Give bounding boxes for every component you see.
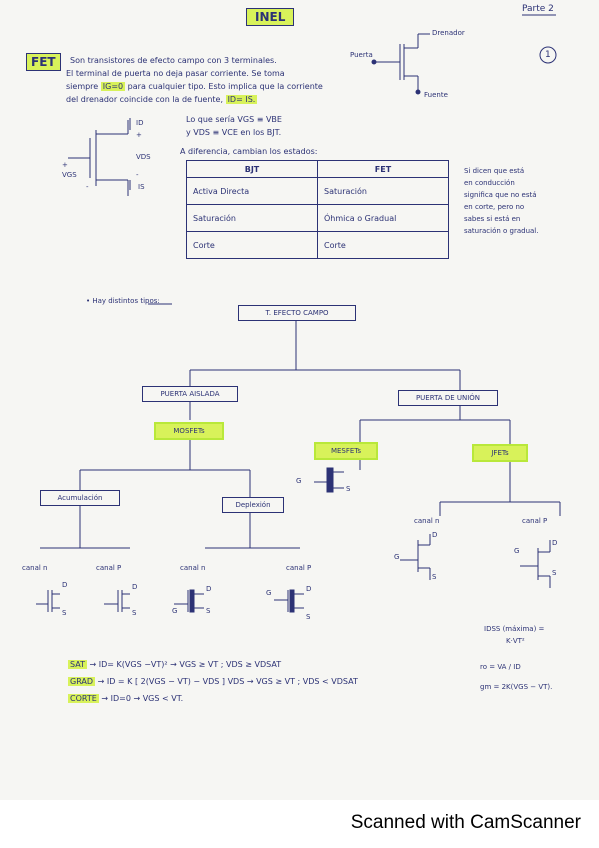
acum-canal-p: canal P	[96, 564, 122, 572]
sat-tag: SAT	[68, 660, 87, 669]
jfet-p-d: D	[552, 539, 558, 547]
label-drenador: Drenador	[432, 29, 465, 37]
depl-canal-n: canal n	[180, 564, 206, 572]
note-line: significa que no está	[464, 191, 537, 199]
idss-value: K·VT²	[506, 637, 525, 645]
node-mosfets: MOSFETs	[154, 422, 224, 440]
page-title: INEL	[246, 8, 295, 26]
gm-formula: gm = 2K(VGS − VT).	[480, 683, 553, 691]
depl-p-g: G	[266, 589, 272, 597]
node-puerta-aislada: PUERTA AISLADA	[142, 386, 238, 402]
intro-line-2: El terminal de puerta no deja pasar corr…	[66, 69, 285, 78]
intro-line-1: Son transistores de efecto campo con 3 t…	[70, 56, 277, 65]
jfet-p-s: S	[552, 569, 557, 577]
intro-line-4: del drenador coincide con la de fuente, …	[66, 94, 258, 105]
node-mesfets: MESFETs	[314, 442, 378, 460]
table-cell: Activa Directa	[186, 177, 318, 205]
label-fuente: Fuente	[424, 91, 448, 99]
intro-line-3: siempre IG=0 para cualquier tipo. Esto i…	[66, 81, 323, 92]
intro-line-3-post: para cualquier tipo. Esto implica que la…	[127, 82, 323, 91]
page-number: 1	[545, 50, 551, 60]
compare-intro: A diferencia, cambian los estados:	[180, 147, 318, 156]
node-puerta-union: PUERTA DE UNIÓN	[398, 390, 498, 406]
jfet-n-s: S	[432, 573, 437, 581]
depl-n-d: D	[206, 585, 212, 593]
types-label-word: tipos:	[140, 297, 160, 305]
grad-tag: GRAD	[68, 677, 96, 686]
jfet-canal-p: canal P	[522, 517, 548, 525]
sat-equation: → ID= K(VGS −VT)² → VGS ≥ VT ; VDS ≥ VDS…	[89, 660, 282, 669]
depl-p-s: S	[306, 613, 311, 621]
jfet-canal-n: canal n	[414, 517, 440, 525]
fet-tag: FET	[26, 53, 61, 71]
grad-equation: → ID = K [ 2(VGS − VT) − VDS ] VDS → VGS…	[97, 677, 358, 686]
note-line: sabes si está en	[464, 215, 521, 223]
table-row: Saturación Óhmica o Gradual	[186, 204, 449, 232]
table-cell: Corte	[317, 231, 449, 259]
ig-highlight: IG=0	[100, 82, 126, 91]
eq-corte: CORTE → ID=0 → VGS < VT.	[68, 693, 183, 704]
table-cell: Óhmica o Gradual	[317, 204, 449, 232]
bjt-fet-table: BJT FET Activa Directa Saturación Satura…	[186, 160, 449, 259]
circuit-id: ID	[136, 119, 144, 127]
equivalence-line-2: y VDS ≡ VCE en los BJT.	[186, 128, 282, 137]
types-label-pre: • Hay distintos	[86, 297, 139, 305]
acum-n-d: D	[62, 581, 68, 589]
mesfet-g: G	[296, 477, 302, 485]
ro-formula: ro = VA / ID	[480, 663, 521, 671]
depl-p-d: D	[306, 585, 312, 593]
mesfet-s: S	[346, 485, 351, 493]
eq-grad: GRAD → ID = K [ 2(VGS − VT) − VDS ] VDS …	[68, 676, 358, 687]
corte-tag: CORTE	[68, 694, 99, 703]
circuit-vds: VDS	[136, 153, 151, 161]
acum-p-d: D	[132, 583, 138, 591]
table-header-bjt: BJT	[186, 160, 318, 178]
scanned-page: INEL Parte 2 1 FET Son transistores de e…	[0, 0, 599, 800]
depl-n-g: G	[172, 607, 178, 615]
scanner-footer: Scanned with CamScanner	[0, 800, 599, 848]
note-line: en conducción	[464, 179, 515, 187]
note-line: en corte, pero no	[464, 203, 525, 211]
jfet-p-g: G	[514, 547, 520, 555]
table-row: Corte Corte	[186, 231, 449, 259]
label-puerta: Puerta	[350, 51, 373, 59]
table-cell: Saturación	[317, 177, 449, 205]
intro-line-3-pre: siempre	[66, 82, 99, 91]
idss-label: IDSS (máxima) =	[484, 625, 545, 633]
eq-sat: SAT → ID= K(VGS −VT)² → VGS ≥ VT ; VDS ≥…	[68, 659, 281, 670]
circuit-minus-right: -	[136, 171, 139, 179]
table-header-row: BJT FET	[186, 160, 449, 178]
circuit-plus-left: +	[62, 161, 68, 169]
depl-n-s: S	[206, 607, 211, 615]
equivalence-line-1: Lo que sería VGS ≡ VBE	[186, 115, 282, 124]
types-label: • Hay distintos tipos:	[86, 296, 160, 306]
note-line: saturación o gradual.	[464, 227, 539, 235]
circuit-vgs: VGS	[62, 171, 77, 179]
corte-equation: → ID=0 → VGS < VT.	[101, 694, 184, 703]
node-deplexion: Deplexión	[222, 497, 284, 513]
circuit-is: IS	[138, 183, 145, 191]
acum-n-s: S	[62, 609, 67, 617]
table-cell: Corte	[186, 231, 318, 259]
table-header-fet: FET	[317, 160, 449, 178]
id-is-highlight: ID= IS.	[225, 95, 258, 104]
table-row: Activa Directa Saturación	[186, 177, 449, 205]
part-label: Parte 2	[522, 4, 554, 14]
note-line: Si dicen que está	[464, 167, 525, 175]
scanner-watermark: Scanned with CamScanner	[350, 812, 581, 833]
circuit-minus-left: -	[86, 183, 89, 191]
diagram-lines	[36, 14, 561, 613]
node-acumulacion: Acumulación	[40, 490, 120, 506]
acum-canal-n: canal n	[22, 564, 48, 572]
acum-p-s: S	[132, 609, 137, 617]
intro-line-4-pre: del drenador coincide con la de fuente,	[66, 95, 224, 104]
node-jfets: JFETs	[472, 444, 528, 462]
depl-canal-p: canal P	[286, 564, 312, 572]
table-cell: Saturación	[186, 204, 318, 232]
jfet-n-g: G	[394, 553, 400, 561]
circuit-plus-top: +	[136, 131, 142, 139]
node-t-efecto-campo: T. EFECTO CAMPO	[238, 305, 356, 321]
jfet-n-d: D	[432, 531, 438, 539]
